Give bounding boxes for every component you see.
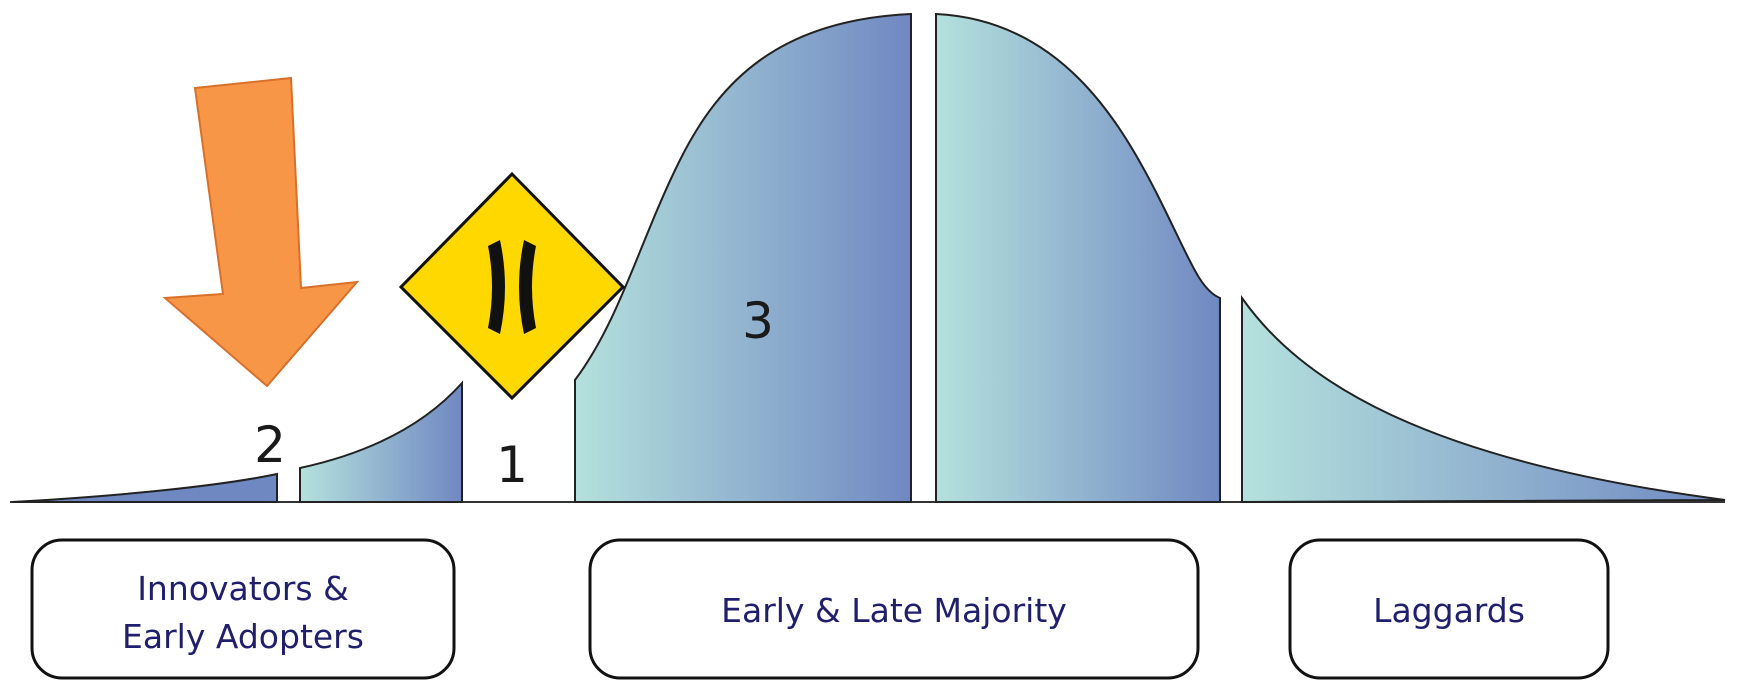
curve-segment-early-majority — [574, 12, 912, 503]
segment-box-laggards — [1288, 538, 1610, 680]
curve-segment-laggards — [1241, 294, 1726, 504]
curve-segment-innovators — [11, 472, 278, 503]
marker-two: 2 — [254, 416, 286, 474]
segment-box-innovators — [30, 538, 456, 680]
curve-segment-early-adopters — [299, 380, 463, 503]
segment-label-majority: Early & Late Majority — [721, 591, 1067, 630]
marker-one: 1 — [496, 436, 528, 494]
segment-label-innovators-line1: Innovators & — [137, 569, 349, 608]
curve-segment-late-majority — [935, 12, 1221, 503]
segment-label-innovators-line2: Early Adopters — [122, 617, 364, 656]
arrow-down-icon — [162, 76, 360, 388]
segment-label-laggards: Laggards — [1373, 591, 1525, 630]
segment-box-majority — [588, 538, 1200, 680]
narrow-bridge-sign-icon — [398, 171, 626, 401]
marker-three: 3 — [742, 292, 774, 350]
